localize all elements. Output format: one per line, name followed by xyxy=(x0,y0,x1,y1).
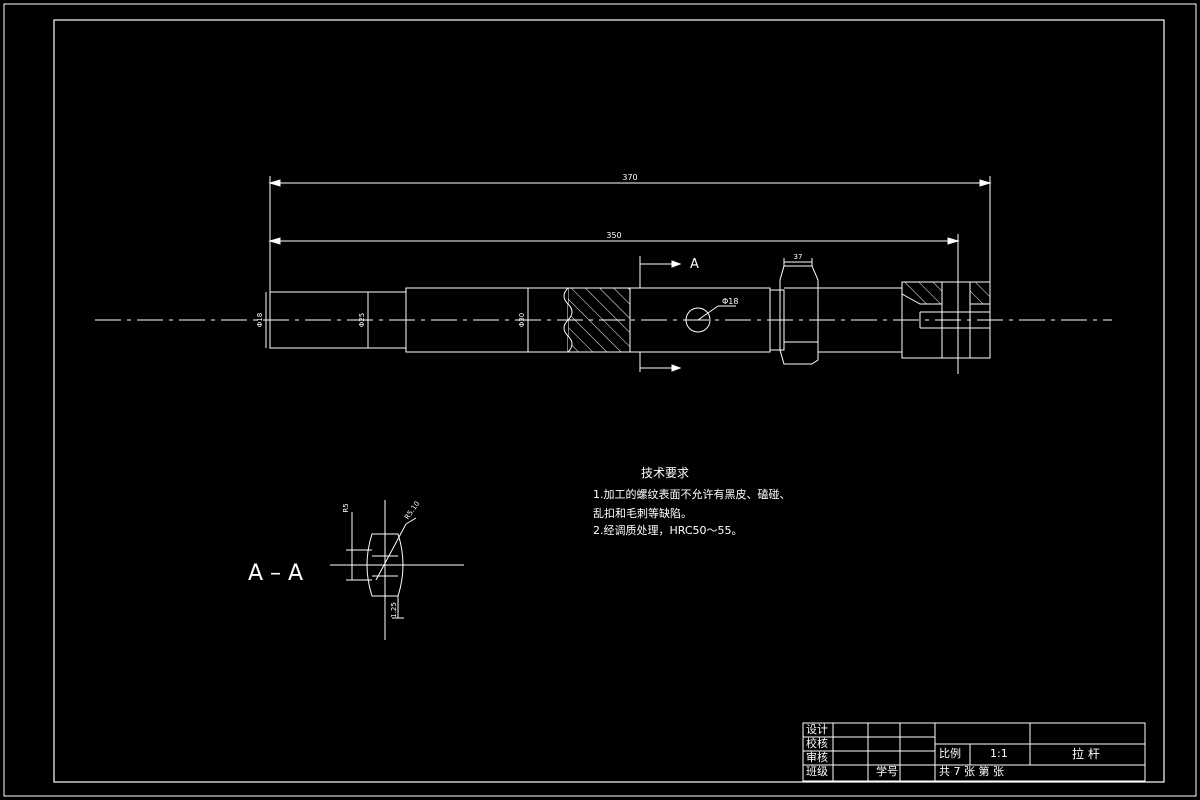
title-row-check: 校核 xyxy=(806,737,828,750)
tech-requirement-item: 2.经调质处理，HRC50～55。 xyxy=(593,524,743,537)
section-view-label: A – A xyxy=(248,561,303,586)
shaft-segment-right xyxy=(769,289,785,351)
scale-value: 1:1 xyxy=(990,747,1008,760)
dim-text-350: 350 xyxy=(606,231,621,240)
clevis-hatch-upper xyxy=(901,281,943,305)
title-row-review: 审核 xyxy=(806,751,828,764)
part-name: 拉 杆 xyxy=(1072,747,1100,761)
clevis xyxy=(901,281,991,359)
title-row-design: 设计 xyxy=(806,723,828,736)
section-dim-radius: R5.10 xyxy=(403,500,421,521)
title-row-class: 班级 xyxy=(806,765,828,778)
section-dim-bottom: 1.25 xyxy=(390,602,398,618)
break-line xyxy=(563,287,573,353)
scale-label: 比例 xyxy=(939,747,961,760)
inner-frame xyxy=(53,19,1165,783)
dim-text-37: 37 xyxy=(794,253,803,261)
dim-text-hole: Φ18 xyxy=(722,297,738,306)
hex-nut xyxy=(779,265,819,365)
dim-text-dia-c: Φ30 xyxy=(518,313,526,327)
student-id-label: 学号 xyxy=(876,765,898,778)
tech-requirement-item: 1.加工的螺纹表面不允许有黑皮、磕碰、 xyxy=(593,488,791,501)
tech-requirements-title: 技术要求 xyxy=(641,466,690,480)
title-block xyxy=(802,722,1146,782)
dim-text-dia-b: Φ25 xyxy=(358,313,366,327)
section-dim-top: R5 xyxy=(342,503,350,512)
tech-requirement-item: 乱扣和毛刺等缺陷。 xyxy=(593,507,692,520)
section-marker-label: A xyxy=(690,257,699,272)
sheet-info: 共 7 张 第 张 xyxy=(939,765,1004,778)
outer-frame xyxy=(3,3,1197,797)
dim-text-370: 370 xyxy=(622,173,637,182)
dim-text-dia-a: Φ18 xyxy=(256,313,264,327)
clevis-hatch-tip xyxy=(969,281,991,305)
cross-hole xyxy=(685,307,711,333)
hatched-section xyxy=(567,287,631,353)
